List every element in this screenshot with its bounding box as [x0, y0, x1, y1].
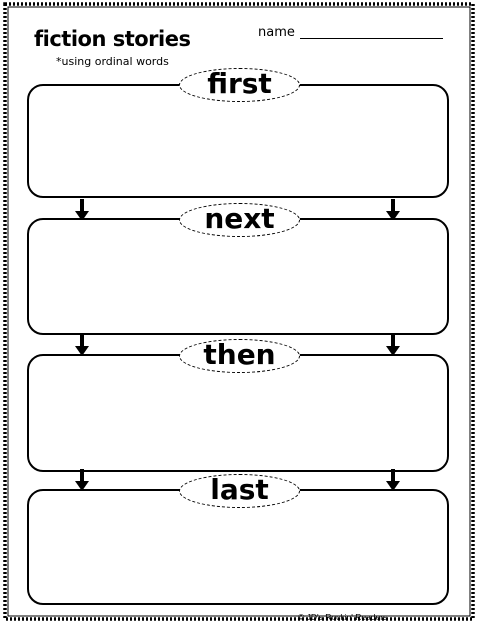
story-box-then[interactable]	[27, 354, 449, 472]
worksheet-title: fiction stories	[34, 27, 191, 51]
arrow-down-icon	[75, 334, 89, 356]
arrow-down-icon	[386, 334, 400, 356]
section-label-last: last	[210, 472, 269, 506]
name-label: name	[258, 25, 295, 40]
story-box-next[interactable]	[27, 218, 449, 335]
section-oval-then: then	[179, 339, 300, 373]
arrow-down-icon	[75, 469, 89, 491]
section-oval-next: next	[179, 203, 300, 237]
section-oval-last: last	[179, 474, 300, 508]
arrow-down-icon	[75, 199, 89, 221]
section-label-first: first	[207, 66, 272, 100]
arrow-down-icon	[386, 199, 400, 221]
arrow-down-icon	[386, 469, 400, 491]
section-label-next: next	[204, 201, 275, 235]
worksheet-subtitle: *using ordinal words	[56, 55, 169, 68]
copyright-text: © JD's Rockin' Readers	[298, 612, 388, 622]
section-oval-first: first	[179, 68, 300, 102]
name-field[interactable]	[300, 38, 443, 39]
section-label-then: then	[203, 337, 276, 371]
